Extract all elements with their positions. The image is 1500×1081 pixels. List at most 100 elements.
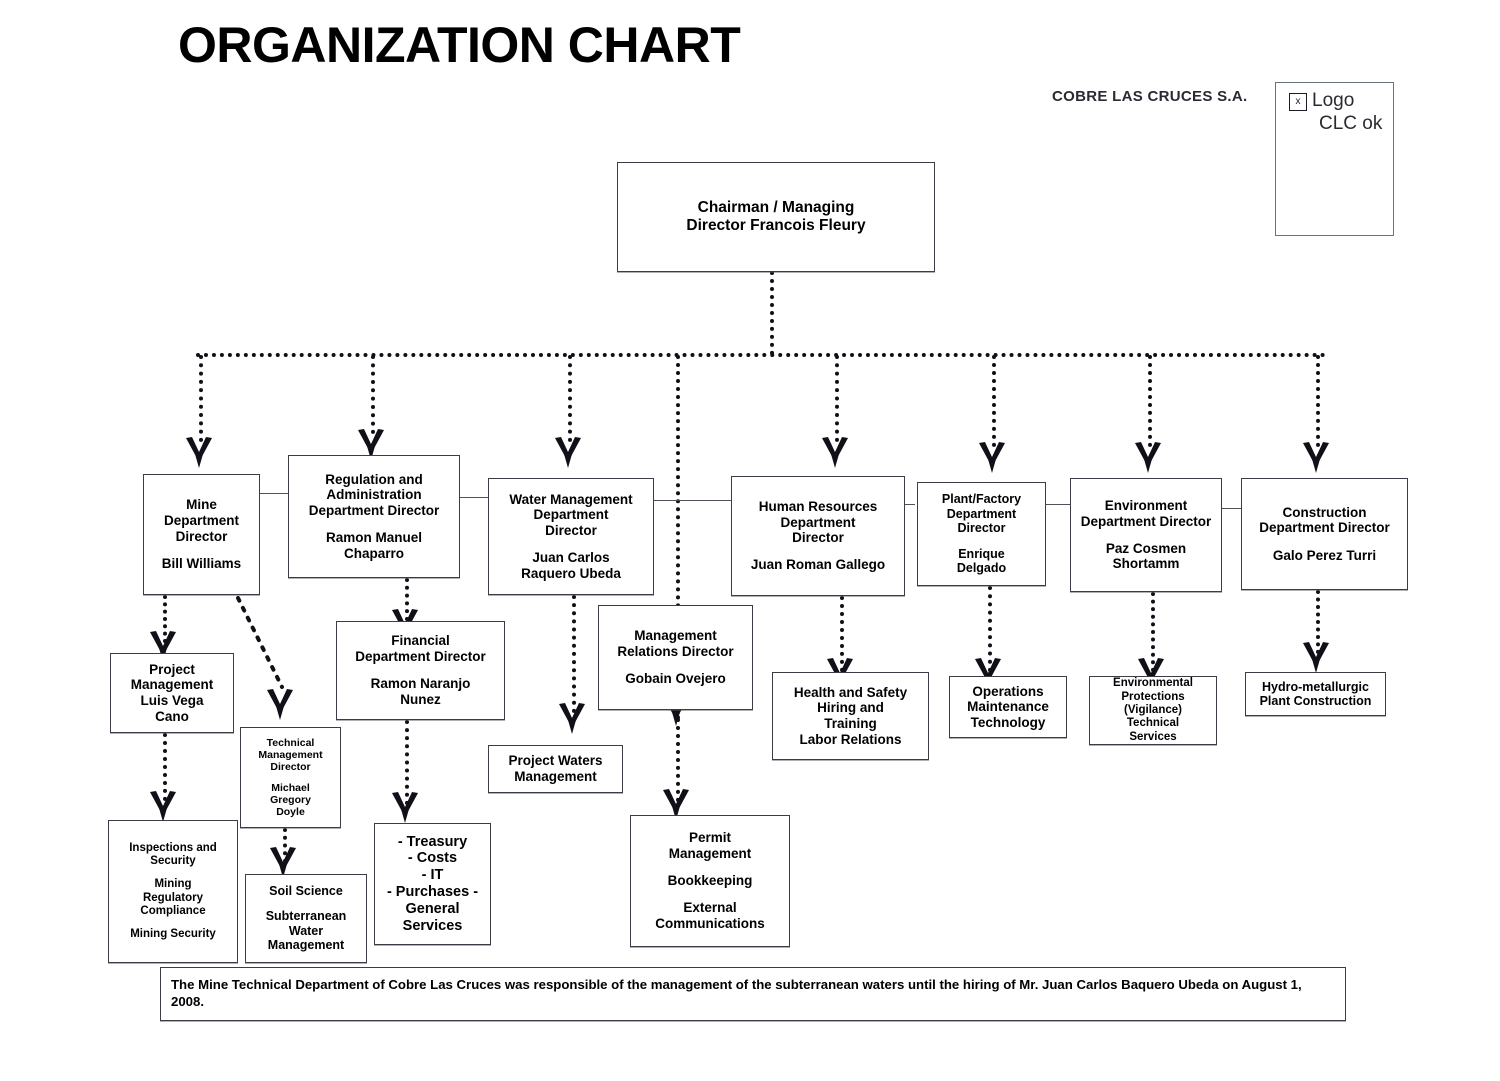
arrow-to-inspections (148, 790, 178, 824)
arrow-to-plant (977, 441, 1007, 475)
health-safety-text: Health and Safety Hiring and Training La… (793, 684, 908, 747)
financial-title: Financial Department Director (355, 633, 486, 665)
node-management-relations[interactable]: Management Relations Director Gobain Ove… (598, 605, 753, 710)
chairman-title-line1: Chairman / Managing (697, 199, 855, 217)
arrow-to-project-waters (557, 702, 587, 736)
page-title: ORGANIZATION CHART (178, 17, 741, 73)
connector-main-bus (196, 353, 1326, 357)
logo-label-line1: Logo (1312, 90, 1355, 111)
node-plant-factory[interactable]: Plant/Factory Department Director Enriqu… (917, 482, 1046, 586)
connector-regulation-to-financial (405, 578, 409, 621)
node-health-safety[interactable]: Health and Safety Hiring and Training La… (772, 672, 929, 760)
connector-bus-to-mine (199, 355, 203, 442)
link-plant-environment (1046, 504, 1070, 505)
inspections-part3: Mining Security (130, 927, 216, 940)
arrow-to-technical-management (265, 688, 295, 722)
link-water-hr (654, 500, 732, 501)
node-soil-science[interactable]: Soil Science Subterranean Water Manageme… (245, 874, 367, 963)
connector-mine-to-project-management (163, 595, 167, 643)
environmental-protections-text: Environmental Protections (Vigilance) Te… (1113, 677, 1193, 743)
soil-science-part2: Subterranean Water Management (265, 909, 347, 953)
regulation-name: Ramon Manuel Chaparro (325, 530, 422, 561)
node-environmental-protections[interactable]: Environmental Protections (Vigilance) Te… (1089, 676, 1217, 745)
link-environment-construction (1221, 508, 1241, 509)
broken-image-icon: x (1289, 93, 1307, 111)
permit-part2: Bookkeeping (667, 873, 753, 889)
footnote-note: The Mine Technical Department of Cobre L… (160, 967, 1346, 1021)
connector-project-management-to-inspections (163, 733, 167, 801)
node-operations[interactable]: Operations Maintenance Technology (949, 676, 1067, 738)
node-construction-department[interactable]: Construction Department Director Galo Pe… (1241, 478, 1408, 590)
node-water-management[interactable]: Water Management Department Director Jua… (488, 478, 654, 595)
permit-part1: Permit Management (668, 830, 752, 862)
node-project-management[interactable]: Project Management Luis Vega Cano (110, 653, 234, 733)
connector-bus-to-hr (835, 355, 839, 442)
hr-title: Human Resources Department Director (758, 498, 878, 546)
environment-title: Environment Department Director (1080, 497, 1212, 529)
connector-financial-to-treasury (405, 720, 409, 805)
connector-management-relations-to-permit (676, 710, 680, 802)
arrow-to-water (553, 436, 583, 470)
node-technical-management[interactable]: Technical Management Director Michael Gr… (240, 727, 341, 828)
project-management-text: Project Management Luis Vega Cano (130, 661, 214, 724)
hr-name: Juan Roman Gallego (750, 557, 886, 573)
logo-label-line2: CLC ok (1319, 113, 1383, 134)
water-name: Juan Carlos Raquero Ubeda (521, 550, 621, 581)
connector-bus-to-construction (1316, 355, 1320, 447)
connector-hr-to-health-safety (840, 596, 844, 672)
connector-technical-management-to-soil-science (283, 828, 287, 863)
connector-water-to-project-waters (572, 595, 576, 713)
chairman-title-line2: Director Francois Fleury (686, 217, 866, 234)
mine-title: Mine Department Director (163, 497, 239, 544)
node-mine-department[interactable]: Mine Department Director Bill Williams (143, 474, 260, 595)
node-permit-management[interactable]: Permit Management Bookkeeping External C… (630, 815, 790, 947)
link-regulation-water (458, 497, 488, 498)
technical-management-title: Technical Management Director (258, 736, 323, 773)
connector-bus-to-management-relations (676, 355, 680, 720)
link-hr-plant (905, 504, 915, 505)
environment-name: Paz Cosmen Shortamm (1105, 540, 1187, 572)
node-financial-department[interactable]: Financial Department Director Ramon Nara… (336, 621, 505, 720)
inspections-part1: Inspections and Security (129, 841, 217, 868)
arrow-to-environment (1133, 441, 1163, 475)
arrow-to-soil-science (268, 846, 298, 880)
management-relations-title: Management Relations Director (617, 628, 734, 659)
node-treasury-costs-it[interactable]: - Treasury - Costs - IT - Purchases - Ge… (374, 823, 491, 945)
connector-bus-to-water (568, 355, 572, 442)
node-project-waters[interactable]: Project Waters Management (488, 745, 623, 793)
hydro-plant-text: Hydro-metallurgic Plant Construction (1259, 679, 1372, 709)
node-inspections-security[interactable]: Inspections and Security Mining Regulato… (108, 820, 238, 963)
logo-placeholder-box: x Logo CLC ok (1275, 82, 1394, 236)
node-chairman[interactable]: Chairman / Managing Director Francois Fl… (617, 162, 935, 272)
connector-plant-to-operations (988, 586, 992, 672)
node-environment-department[interactable]: Environment Department Director Paz Cosm… (1070, 478, 1222, 592)
water-title: Water Management Department Director (509, 491, 633, 538)
plant-name: Enrique Delgado (956, 546, 1007, 576)
arrow-to-treasury (390, 791, 420, 825)
project-waters-text: Project Waters Management (508, 753, 603, 784)
connector-chairman-stem (770, 271, 774, 355)
construction-title: Construction Department Director (1259, 504, 1390, 536)
plant-title: Plant/Factory Department Director (941, 492, 1022, 536)
permit-part3: External Communications (655, 900, 765, 931)
regulation-title: Regulation and Administration Department… (308, 471, 440, 518)
arrow-to-hr (820, 436, 850, 470)
node-human-resources[interactable]: Human Resources Department Director Juan… (731, 476, 905, 596)
inspections-part2: Mining Regulatory Compliance (140, 878, 206, 917)
node-hydro-plant[interactable]: Hydro-metallurgic Plant Construction (1245, 672, 1386, 716)
mine-name: Bill Williams (161, 555, 242, 571)
link-mine-regulation (257, 493, 290, 494)
arrow-to-regulation (356, 428, 386, 462)
arrow-to-mine (184, 436, 214, 470)
arrow-to-construction (1301, 441, 1331, 475)
company-name: COBRE LAS CRUCES S.A. (1052, 88, 1248, 105)
arrow-to-hydro-plant (1301, 641, 1331, 675)
treasury-text: - Treasury - Costs - IT - Purchases - Ge… (386, 833, 479, 934)
connector-bus-to-regulation (371, 355, 375, 434)
soil-science-part1: Soil Science (269, 884, 343, 899)
technical-management-name: Michael Gregory Doyle (270, 781, 311, 819)
node-regulation-administration[interactable]: Regulation and Administration Department… (288, 455, 460, 578)
connector-bus-to-environment (1148, 355, 1152, 447)
construction-name: Galo Perez Turri (1272, 547, 1377, 563)
